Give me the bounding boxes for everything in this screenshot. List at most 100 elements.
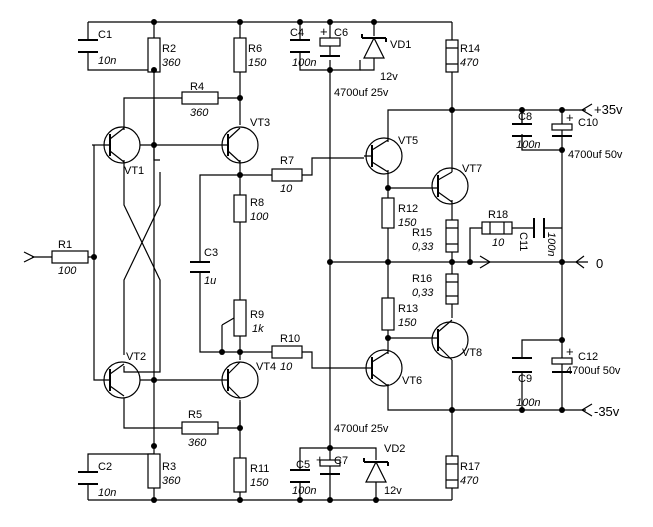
diodes [361, 34, 389, 483]
resistor-R18 [481, 221, 513, 235]
ref-R5: R5 [188, 409, 202, 421]
value-C8: 100n [516, 139, 540, 151]
ref-R16: R16 [412, 273, 432, 285]
value-C7: 4700uf 25v [334, 423, 389, 435]
output-terminal-icon [479, 255, 492, 269]
capacitor-C9 [512, 357, 532, 373]
value-R5: 360 [188, 437, 207, 449]
capacitor-C4 [290, 39, 310, 53]
value-R11: 150 [250, 477, 269, 489]
ref-VD1: VD1 [390, 39, 411, 51]
ref-R6: R6 [248, 43, 262, 55]
value-R1: 100 [58, 265, 77, 277]
ref-R7: R7 [280, 155, 294, 167]
ref-VD2: VD2 [384, 443, 405, 455]
value-R17: 470 [460, 475, 479, 487]
ref-VT3: VT3 [250, 117, 270, 129]
value-R3: 360 [162, 475, 181, 487]
negative-terminal-icon [580, 403, 593, 417]
ref-R15: R15 [412, 227, 432, 239]
resistor-R8 [233, 194, 247, 223]
polarity-C10: + [566, 110, 574, 125]
ref-R9: R9 [250, 309, 264, 321]
ref-R18: R18 [488, 209, 508, 221]
wires [32, 21, 588, 501]
zener-diode-VD1 [361, 34, 387, 59]
resistor-R9 [233, 299, 247, 337]
transistor-VT8 [431, 319, 469, 361]
ref-C6: C6 [334, 27, 348, 39]
polarity-C6: + [320, 24, 328, 39]
zener-diode-VD2 [363, 458, 389, 483]
value-R6: 150 [248, 57, 267, 69]
terminals [23, 103, 593, 417]
junction-dots [91, 19, 565, 503]
transistor-VT7 [431, 167, 469, 205]
labels: C1 10n R2 360 R6 150 C4 100n C6 + 4700uf… [58, 24, 623, 499]
ref-R13: R13 [398, 303, 418, 315]
value-C9: 100n [516, 397, 540, 409]
resistor-R3 [147, 453, 161, 489]
resistor-R16 [445, 273, 459, 305]
value-R8: 100 [250, 211, 269, 223]
ref-R4: R4 [190, 81, 204, 93]
transistor-VT2 [103, 361, 141, 399]
transistor-VT6 [364, 349, 403, 387]
value-C6: 4700uf 25v [334, 87, 389, 99]
ref-R12: R12 [398, 203, 418, 215]
capacitor-C3 [190, 261, 210, 273]
ref-C2: C2 [98, 461, 112, 473]
value-VD2: 12v [384, 485, 402, 497]
ref-C9: C9 [518, 373, 532, 385]
resistor-R10 [271, 345, 303, 359]
positive-terminal-icon [580, 103, 593, 117]
rail-negative-label: -35v [594, 404, 620, 419]
transistor-VT4 [221, 361, 259, 399]
resistor-R6 [233, 37, 247, 73]
ref-C4: C4 [290, 27, 304, 39]
value-R7: 10 [280, 183, 293, 195]
value-C2: 10n [98, 487, 116, 499]
capacitor-C2 [78, 471, 98, 485]
value-C3: 1u [204, 275, 216, 287]
transistors [103, 126, 469, 399]
resistor-R1 [51, 250, 89, 264]
ref-VT7: VT7 [462, 163, 482, 175]
value-R16: 0,33 [412, 287, 434, 299]
capacitors [78, 37, 573, 485]
rail-ground-label: 0 [596, 256, 603, 271]
ref-C10: C10 [578, 117, 598, 129]
ref-C12: C12 [578, 351, 598, 363]
value-R13: 150 [398, 317, 417, 329]
resistor-R7 [271, 168, 303, 182]
ref-R1: R1 [58, 239, 72, 251]
ref-R3: R3 [162, 461, 176, 473]
value-R15: 0,33 [412, 241, 434, 253]
capacitor-C12 [551, 357, 573, 373]
resistor-R17 [445, 455, 459, 489]
value-R14: 470 [460, 57, 479, 69]
value-C10: 4700uf 50v [568, 149, 623, 161]
value-R12: 150 [398, 217, 417, 229]
ref-R8: R8 [250, 197, 264, 209]
ref-VT8: VT8 [462, 347, 482, 359]
resistor-R2 [147, 37, 161, 73]
value-R9: 1k [252, 323, 264, 335]
resistor-R14 [445, 39, 459, 73]
capacitor-C6 [319, 37, 341, 57]
resistor-R12 [381, 197, 395, 229]
ref-VT2: VT2 [126, 351, 146, 363]
value-C4: 100n [292, 57, 316, 69]
polarity-C7: + [316, 452, 324, 467]
transistor-VT3 [221, 126, 259, 164]
polarity-C12: + [566, 344, 574, 359]
ref-R14: R14 [460, 43, 480, 55]
resistor-R15 [445, 219, 459, 253]
ref-VT5: VT5 [398, 135, 418, 147]
ref-VT1: VT1 [124, 165, 144, 177]
value-R4: 360 [190, 107, 209, 119]
capacitor-C11 [533, 218, 545, 238]
rail-positive-label: +35v [594, 102, 623, 117]
ref-C5: C5 [296, 459, 310, 471]
ground-terminal-icon [575, 255, 585, 269]
